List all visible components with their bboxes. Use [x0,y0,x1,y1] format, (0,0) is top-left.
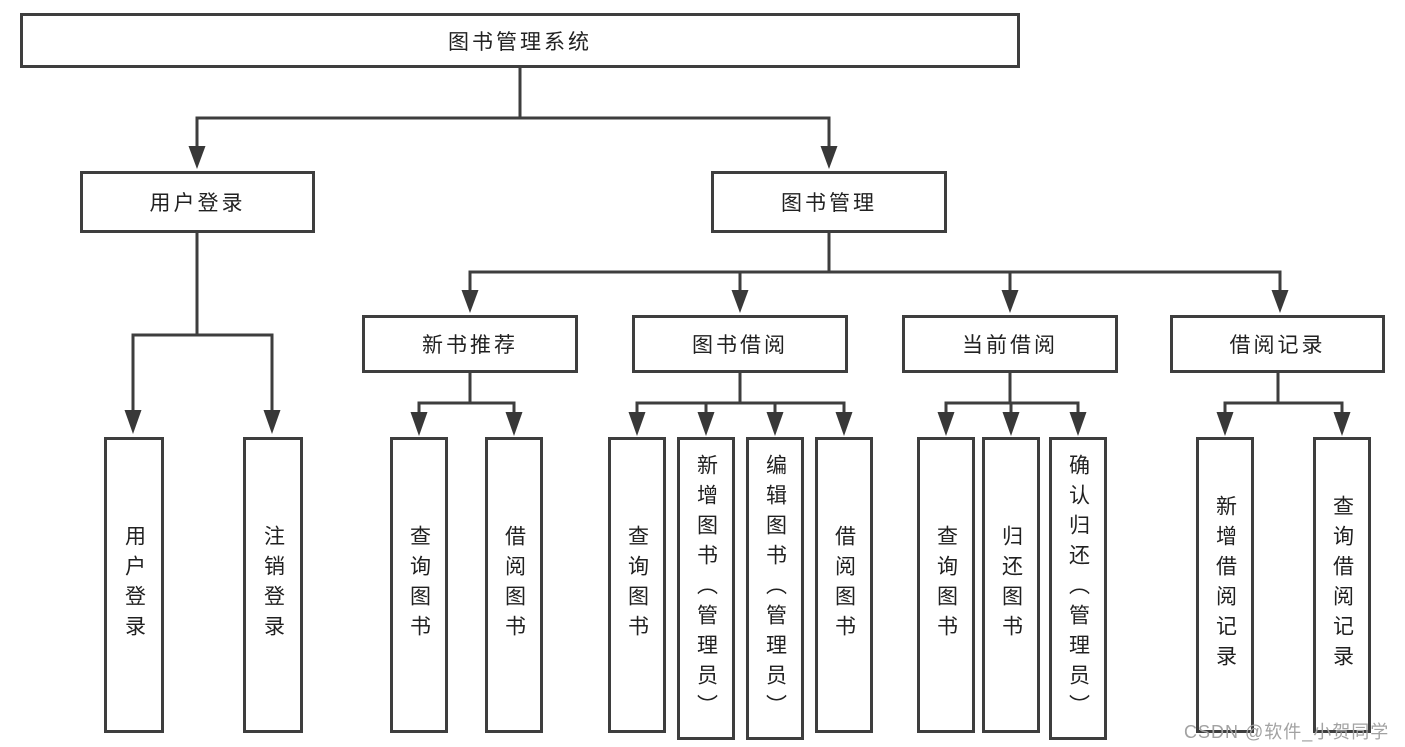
leaf-label: 查询图书 [407,525,431,645]
node-label: 借阅记录 [1229,334,1326,357]
leaf-label: 编辑图书（管理员） [763,453,787,724]
leaf-return-books: 归还图书 [982,437,1040,733]
node-current-borrowing: 当前借阅 [902,315,1118,373]
node-book-borrowing: 图书借阅 [632,315,848,373]
leaf-label: 查询借阅记录 [1330,495,1354,675]
node-label: 当前借阅 [962,334,1058,357]
node-label: 图书借阅 [692,334,788,357]
leaf-borrow-books: 借阅图书 [815,437,873,733]
node-library-management-system: 图书管理系统 [20,13,1020,68]
leaf-label: 用户登录 [122,525,146,645]
node-new-book-recommendation: 新书推荐 [362,315,578,373]
leaf-label: 确认归还（管理员） [1066,453,1090,724]
leaf-logout: 注销登录 [243,437,303,733]
leaf-label: 查询图书 [625,525,649,645]
leaf-add-borrow-record: 新增借阅记录 [1196,437,1254,733]
leaf-label: 新增借阅记录 [1213,495,1237,675]
leaf-query-books-current: 查询图书 [917,437,975,733]
node-label: 用户登录 [149,192,246,215]
leaf-query-books-borrowing: 查询图书 [608,437,666,733]
node-label: 图书管理系统 [448,30,592,54]
leaf-edit-books-admin: 编辑图书（管理员） [746,437,804,740]
node-book-management: 图书管理 [711,171,947,233]
leaf-user-login: 用户登录 [104,437,164,733]
leaf-label: 借阅图书 [832,525,856,645]
leaf-label: 新增图书（管理员） [694,453,718,724]
leaf-label: 查询图书 [934,525,958,645]
leaf-add-books-admin: 新增图书（管理员） [677,437,735,740]
leaf-borrow-books-recommendation: 借阅图书 [485,437,543,733]
leaf-query-borrow-record: 查询借阅记录 [1313,437,1371,733]
leaf-query-books-recommendation: 查询图书 [390,437,448,733]
node-label: 图书管理 [781,192,877,215]
leaf-label: 归还图书 [999,525,1023,645]
leaf-label: 注销登录 [261,525,285,645]
leaf-confirm-return-admin: 确认归还（管理员） [1049,437,1107,740]
csdn-watermark: CSDN @软件_小贺同学 [1184,722,1390,742]
node-label: 新书推荐 [422,334,518,357]
leaf-label: 借阅图书 [502,525,526,645]
node-user-login: 用户登录 [80,171,315,233]
node-borrowing-records: 借阅记录 [1170,315,1385,373]
